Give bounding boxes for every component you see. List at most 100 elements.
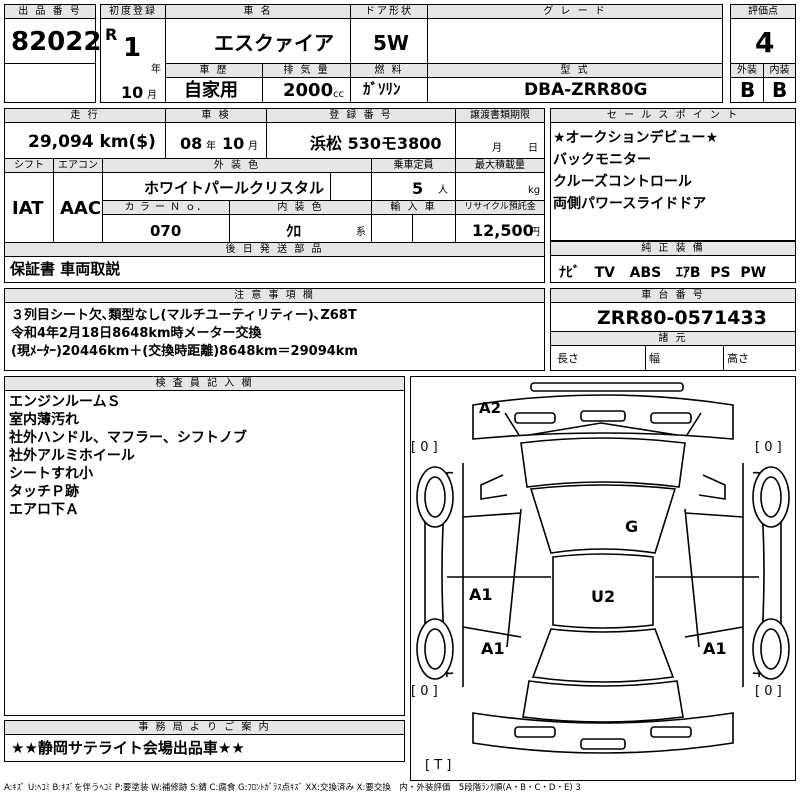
mark-g: G	[625, 517, 639, 536]
office-box: 事 務 局 よ り ご 案 内 ★★静岡サテライト会場出品車★★	[4, 720, 405, 762]
note-line: ３列目シート欠､類型なし(マルチユーティリティー)､Z68T	[11, 308, 357, 323]
sales-point-item: ★オークションデビュー★	[553, 130, 719, 146]
inspector-line: シートすれ小	[9, 466, 93, 482]
sales-point-item: バックモニター	[553, 152, 651, 168]
equipment-label: 純 正 装 備	[551, 242, 795, 256]
exterior-box: 外装 B	[730, 63, 764, 103]
lot-number-box: 出 品 番 号 82022	[4, 4, 101, 64]
recycle-label: リサイクル預託金	[456, 201, 544, 215]
equipment-list: ﾅﾋﾞ TV ABS ｴｱB PS PW	[559, 262, 766, 282]
inspection-label: 車 検	[166, 109, 266, 123]
plate-label: 登 録 番 号	[267, 109, 455, 123]
fuel-label: 燃 料	[351, 64, 427, 78]
inspector-box: 検 査 員 記 入 欄 エンジンルームＳ 室内薄汚れ 社外ハンドル、マフラー、シ…	[4, 376, 405, 716]
displacement-label: 排 気 量	[263, 64, 350, 78]
chassis-box: 車 台 番 号 ZRR80-0571433 諸 元 長さ 幅 高さ	[550, 288, 796, 371]
mark-a1-lower-left: A1	[481, 639, 505, 658]
door-label: ドア形状	[351, 5, 427, 19]
inspection-month: 10	[222, 134, 245, 153]
car-diagram-box: A2 G A1 U2 A1 A1 [ 0 ] [ 0 ] [ 0 ] [ 0 ]…	[410, 376, 796, 781]
history-box: 車 歴 自家用	[165, 63, 263, 103]
inspector-line: 社外アルミホイール	[9, 448, 135, 464]
capacity-label: 乗車定員	[372, 159, 455, 173]
color-no: 070	[150, 222, 182, 240]
transfer-label: 譲渡書類期限	[456, 109, 544, 123]
mark-a1-left: A1	[469, 585, 493, 604]
era: R	[105, 25, 118, 44]
note-line: (現ﾒｰﾀｰ)20446km＋(交換時距離)8648km＝29094km	[11, 344, 358, 359]
capacity: 5	[412, 179, 424, 198]
plate: 浜松 530モ3800	[310, 134, 442, 153]
sales-point-item: クルーズコントロール	[553, 174, 692, 190]
car-name: エスクァイア	[214, 31, 334, 55]
fuel: ｶﾞｿﾘﾝ	[363, 80, 401, 98]
import-label: 輸 入 車	[372, 201, 455, 215]
car-name-box: 車 名 エスクァイア	[165, 4, 351, 64]
sales-points-box: セ ー ル ス ポ イ ン ト ★オークションデビュー★ バックモニター クルー…	[550, 108, 796, 241]
ac: AAC	[60, 198, 102, 219]
transfer-month-unit: 月	[492, 143, 502, 154]
score-box: 評価点 4	[730, 4, 796, 64]
office-label: 事 務 局 よ り ご 案 内	[5, 721, 404, 735]
score: 4	[755, 26, 775, 59]
history-label: 車 歴	[166, 64, 262, 78]
car-diagram	[416, 382, 790, 754]
lot-number-label: 出 品 番 号	[5, 5, 95, 19]
model-label: 型 式	[428, 64, 722, 78]
displacement-box: 排 気 量 2000 cc	[262, 63, 351, 103]
load-label: 最大積載量	[456, 159, 544, 173]
interior: B	[772, 78, 788, 102]
first-registration-box: 初度登録 R 1 年 10 月	[100, 4, 166, 103]
equipment-item: ｴｱB	[675, 265, 701, 281]
door: 5W	[373, 31, 409, 55]
history: 自家用	[184, 80, 238, 101]
later-parts: 保証書 車両取説	[10, 260, 121, 278]
inspector-label: 検 査 員 記 入 欄	[5, 377, 404, 391]
color: ホワイトパールクリスタル	[144, 179, 325, 197]
notes-lines: ３列目シート欠､類型なし(マルチユーティリティー)､Z68T 令和4年2月18日…	[11, 307, 358, 361]
grade-box: グ レ ー ド	[427, 4, 723, 64]
inspector-line: 社外ハンドル、マフラー、シフトノブ	[9, 430, 247, 446]
int-color-unit: 系	[356, 227, 366, 238]
color-no-label: カ ラ ー Ｎ ｏ．	[103, 201, 229, 215]
recycle-unit: 円	[530, 227, 540, 238]
capacity-unit: 人	[438, 185, 448, 196]
door-box: ドア形状 5W	[350, 4, 428, 64]
sales-points-list: ★オークションデビュー★ バックモニター クルーズコントロール 両側パワースライ…	[553, 127, 718, 215]
inspection-year-unit: 年	[206, 141, 216, 152]
inspector-line: エアロ下Ａ	[9, 502, 79, 518]
displacement-unit: cc	[333, 89, 344, 100]
equipment-item: PW	[740, 265, 767, 281]
lot-empty-box	[4, 63, 96, 103]
interior-box: 内装 B	[763, 63, 796, 103]
recycle: 12,500	[472, 221, 534, 240]
color-label: 外 装 色	[103, 159, 371, 173]
later-parts-label: 後 日 発 送 部 品	[5, 243, 544, 257]
shift-label: シフト	[5, 159, 53, 173]
details-block	[4, 108, 545, 283]
inspector-line: タッチＰ跡	[9, 484, 79, 500]
office-text: ★★静岡サテライト会場出品車★★	[11, 739, 245, 757]
tire-rear-left: [ 0 ]	[411, 684, 438, 699]
equipment-item: ABS	[629, 265, 662, 281]
model: DBA-ZRR80G	[524, 80, 648, 100]
model-box: 型 式 DBA-ZRR80G	[427, 63, 723, 103]
ac-label: エアコン	[54, 159, 102, 173]
shift: IAT	[12, 198, 44, 219]
width-label: 幅	[649, 352, 660, 365]
mileage-label: 走 行	[5, 109, 165, 123]
grade-label: グ レ ー ド	[428, 5, 722, 19]
mark-a2: A2	[479, 399, 502, 417]
interior-label: 内装	[764, 64, 795, 78]
inspector-lines: エンジンルームＳ 室内薄汚れ 社外ハンドル、マフラー、シフトノブ 社外アルミホイ…	[9, 393, 247, 519]
transfer-day-unit: 日	[528, 143, 538, 154]
mileage: 29,094 km($)	[28, 132, 156, 152]
tire-front-left: [ 0 ]	[411, 440, 438, 455]
exterior-label: 外装	[731, 64, 763, 78]
mark-u2: U2	[591, 587, 616, 606]
exterior: B	[740, 78, 756, 102]
reg-month-unit: 月	[147, 90, 157, 101]
tire-front-right: [ 0 ]	[755, 440, 782, 455]
reg-year-unit: 年	[151, 64, 161, 75]
legend: A:ｷｽﾞ U:ﾍｺﾐ B:ｷｽﾞを伴うﾍｺﾐ P:要塗装 W:補修跡 S:錆 …	[4, 783, 581, 793]
